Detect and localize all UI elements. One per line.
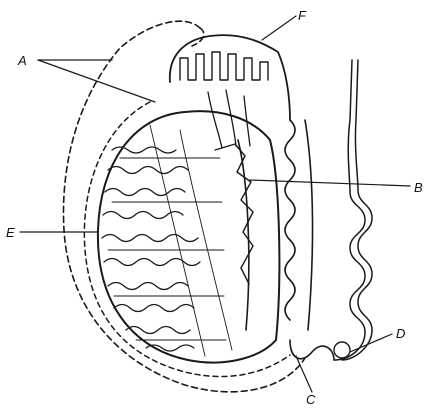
label-d: D xyxy=(396,326,405,341)
label-b: B xyxy=(414,180,423,195)
pointer-a-2 xyxy=(38,60,155,102)
label-a: A xyxy=(17,53,27,68)
mediastinum-outline xyxy=(238,140,249,330)
epididymis-body-outer xyxy=(305,120,313,330)
epididymis-head-loops xyxy=(180,52,268,80)
vas-deferens-parallel xyxy=(342,60,372,360)
vas-deferens-loop xyxy=(334,342,350,358)
label-c: C xyxy=(306,392,316,407)
pointer-b xyxy=(250,180,410,186)
lobules-group xyxy=(102,125,232,356)
vas-deferens xyxy=(334,60,365,360)
label-f: F xyxy=(298,8,307,23)
epididymis-body xyxy=(285,120,295,320)
pointer-f xyxy=(262,16,296,40)
pointer-c xyxy=(296,356,312,392)
label-e: E xyxy=(6,225,15,240)
inner-dashed-layer xyxy=(84,102,290,377)
